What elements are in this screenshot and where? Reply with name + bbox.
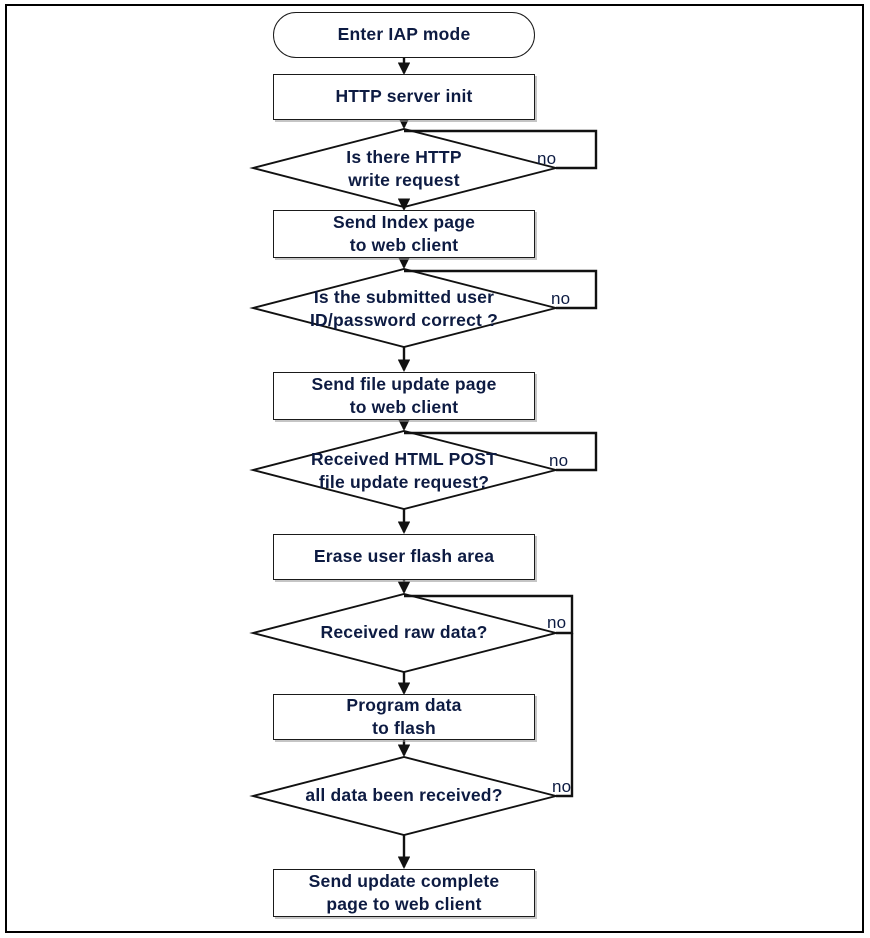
node-label-line1: Send Index page [332,211,476,232]
loop-no-raw-data [404,594,574,635]
loop-no-all-data-received [556,633,574,798]
node-label-line2: to web client [349,397,459,417]
decision-shape-raw-data [249,593,557,673]
edge-label-no-credentials: no [551,289,571,308]
decision-shape-all-data-received [249,756,557,836]
loop-no-http-write-request [404,129,598,170]
node-label: Erase user flash area [313,546,495,567]
decision-shape-post-request [249,430,557,510]
node-label-line2: page to web client [326,894,482,914]
decision-shape-http-write-request [249,128,557,208]
node-label-line1: Send file update page [311,373,497,394]
edge-label-no-http-write-request: no [537,149,557,168]
node-send-index-page[interactable]: Send Index page to web client [273,210,535,258]
decision-shape-credentials [249,268,557,348]
node-label: HTTP server init [335,86,473,107]
loop-no-credentials [404,269,598,310]
node-program-data-to-flash[interactable]: Program data to flash [273,694,535,740]
edge-label-no-raw-data: no [547,613,567,632]
edge-label-no-all-data-received: no [552,777,572,796]
node-enter-iap-mode[interactable]: Enter IAP mode [273,12,535,58]
loop-no-post-request [404,431,598,472]
node-label-line2: to web client [349,235,459,255]
node-label-line2: to flash [372,718,436,738]
image-frame-border [5,4,864,933]
node-label-line1: Program data [346,694,462,715]
node-label-line1: Send update complete [308,870,500,891]
node-send-file-update-page[interactable]: Send file update page to web client [273,372,535,420]
node-http-server-init[interactable]: HTTP server init [273,74,535,120]
node-label: Enter IAP mode [337,24,471,45]
node-send-update-complete-page[interactable]: Send update complete page to web client [273,869,535,917]
node-erase-user-flash-area[interactable]: Erase user flash area [273,534,535,580]
edge-label-no-post-request: no [549,451,569,470]
